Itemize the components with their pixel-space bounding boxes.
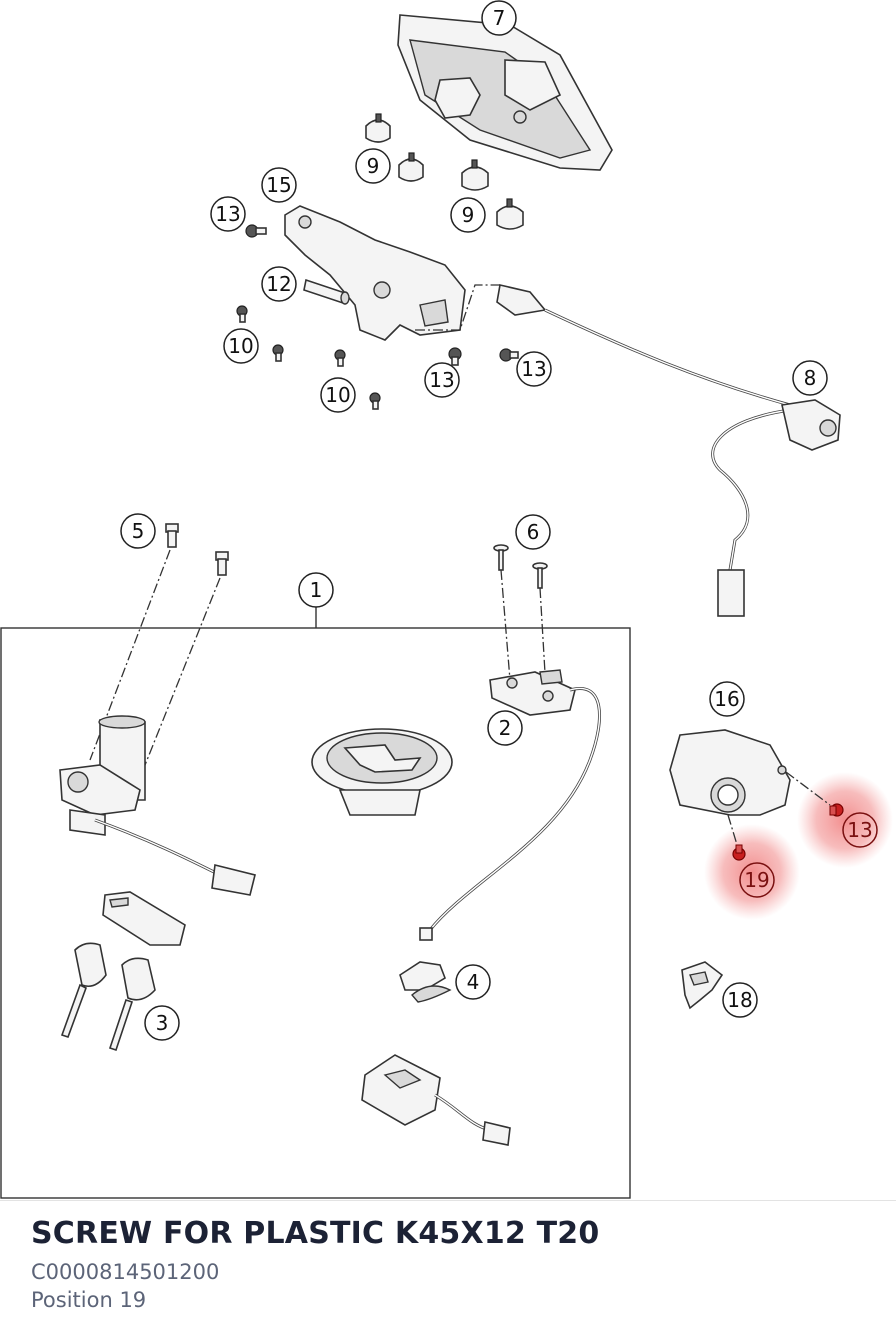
callout-9-right[interactable]: 9: [450, 197, 486, 233]
part-info-panel: SCREW FOR PLASTIC K45X12 T20 C0000814501…: [31, 1212, 876, 1314]
callout-9-left[interactable]: 9: [355, 148, 391, 184]
screws-top-group[interactable]: [236, 224, 519, 410]
screw-part-19-highlighted[interactable]: [732, 844, 746, 861]
instrument-cluster-part-7[interactable]: [397, 14, 613, 171]
callout-4[interactable]: 4: [455, 964, 491, 1000]
svg-text:13: 13: [521, 357, 546, 381]
callout-8[interactable]: 8: [792, 360, 828, 396]
callout-6[interactable]: 6: [515, 514, 551, 550]
svg-text:6: 6: [527, 520, 540, 544]
svg-text:7: 7: [493, 6, 506, 30]
svg-text:13: 13: [215, 202, 240, 226]
fuel-cap[interactable]: [311, 728, 453, 816]
screws-part-6[interactable]: [493, 544, 548, 691]
callout-2[interactable]: 2: [487, 710, 523, 746]
svg-text:13: 13: [847, 818, 872, 842]
bracket-part-18[interactable]: [681, 961, 724, 1010]
svg-text:9: 9: [367, 154, 380, 178]
callout-13-highlighted[interactable]: 13: [842, 812, 878, 848]
svg-text:10: 10: [325, 383, 350, 407]
exploded-parts-diagram: 7 9 9 15 13 12 10 10 13 13 8 5 6 1 2 16 …: [0, 0, 893, 1199]
svg-text:3: 3: [156, 1011, 169, 1035]
highlight-glow-13: [797, 772, 893, 868]
plastic-cover-part-16[interactable]: [669, 729, 831, 849]
svg-text:19: 19: [744, 868, 769, 892]
svg-text:18: 18: [727, 988, 752, 1012]
callout-5[interactable]: 5: [120, 513, 156, 549]
part-number: C0000814501200: [31, 1260, 220, 1284]
callout-18[interactable]: 18: [722, 982, 758, 1018]
pin-part-12[interactable]: [303, 278, 350, 305]
svg-text:12: 12: [266, 272, 291, 296]
screw-part-13-highlighted[interactable]: [829, 803, 844, 817]
ignition-lock-part-1[interactable]: [59, 715, 256, 896]
callout-13-top-left[interactable]: 13: [210, 196, 246, 232]
callout-12[interactable]: 12: [261, 266, 297, 302]
callout-3[interactable]: 3: [144, 1005, 180, 1041]
callout-1[interactable]: 1: [298, 572, 334, 608]
svg-text:9: 9: [462, 203, 475, 227]
callout-16[interactable]: 16: [709, 681, 745, 717]
callout-15[interactable]: 15: [261, 167, 297, 203]
callout-10-left[interactable]: 10: [223, 328, 259, 364]
svg-text:1: 1: [310, 578, 323, 602]
sensor-plate-part-2[interactable]: [419, 669, 601, 941]
svg-text:10: 10: [228, 334, 253, 358]
bracket-part-15[interactable]: [284, 205, 466, 341]
callout-7[interactable]: 7: [481, 0, 517, 36]
callout-19-highlighted[interactable]: 19: [739, 862, 775, 898]
callout-10-bottom[interactable]: 10: [320, 377, 356, 413]
callout-13-right[interactable]: 13: [516, 351, 552, 387]
control-unit[interactable]: [361, 1054, 511, 1146]
highlight-glow-19: [704, 824, 800, 920]
svg-text:8: 8: [804, 366, 817, 390]
clip-part-4[interactable]: [399, 961, 452, 1003]
info-divider: [0, 1200, 896, 1201]
part-name: SCREW FOR PLASTIC K45X12 T20: [31, 1216, 600, 1251]
svg-text:4: 4: [467, 970, 480, 994]
keys-part-3[interactable]: [60, 891, 186, 1052]
part-position: Position 19: [31, 1288, 147, 1312]
svg-text:13: 13: [429, 368, 454, 392]
svg-text:2: 2: [499, 716, 512, 740]
svg-text:15: 15: [266, 173, 291, 197]
grommet-part-9[interactable]: [365, 113, 524, 230]
wiring-harness-part-8[interactable]: [415, 284, 841, 617]
svg-text:16: 16: [714, 687, 739, 711]
callout-13-middle[interactable]: 13: [424, 362, 460, 398]
svg-text:5: 5: [132, 519, 145, 543]
assembly-frame-1: [0, 605, 631, 1199]
